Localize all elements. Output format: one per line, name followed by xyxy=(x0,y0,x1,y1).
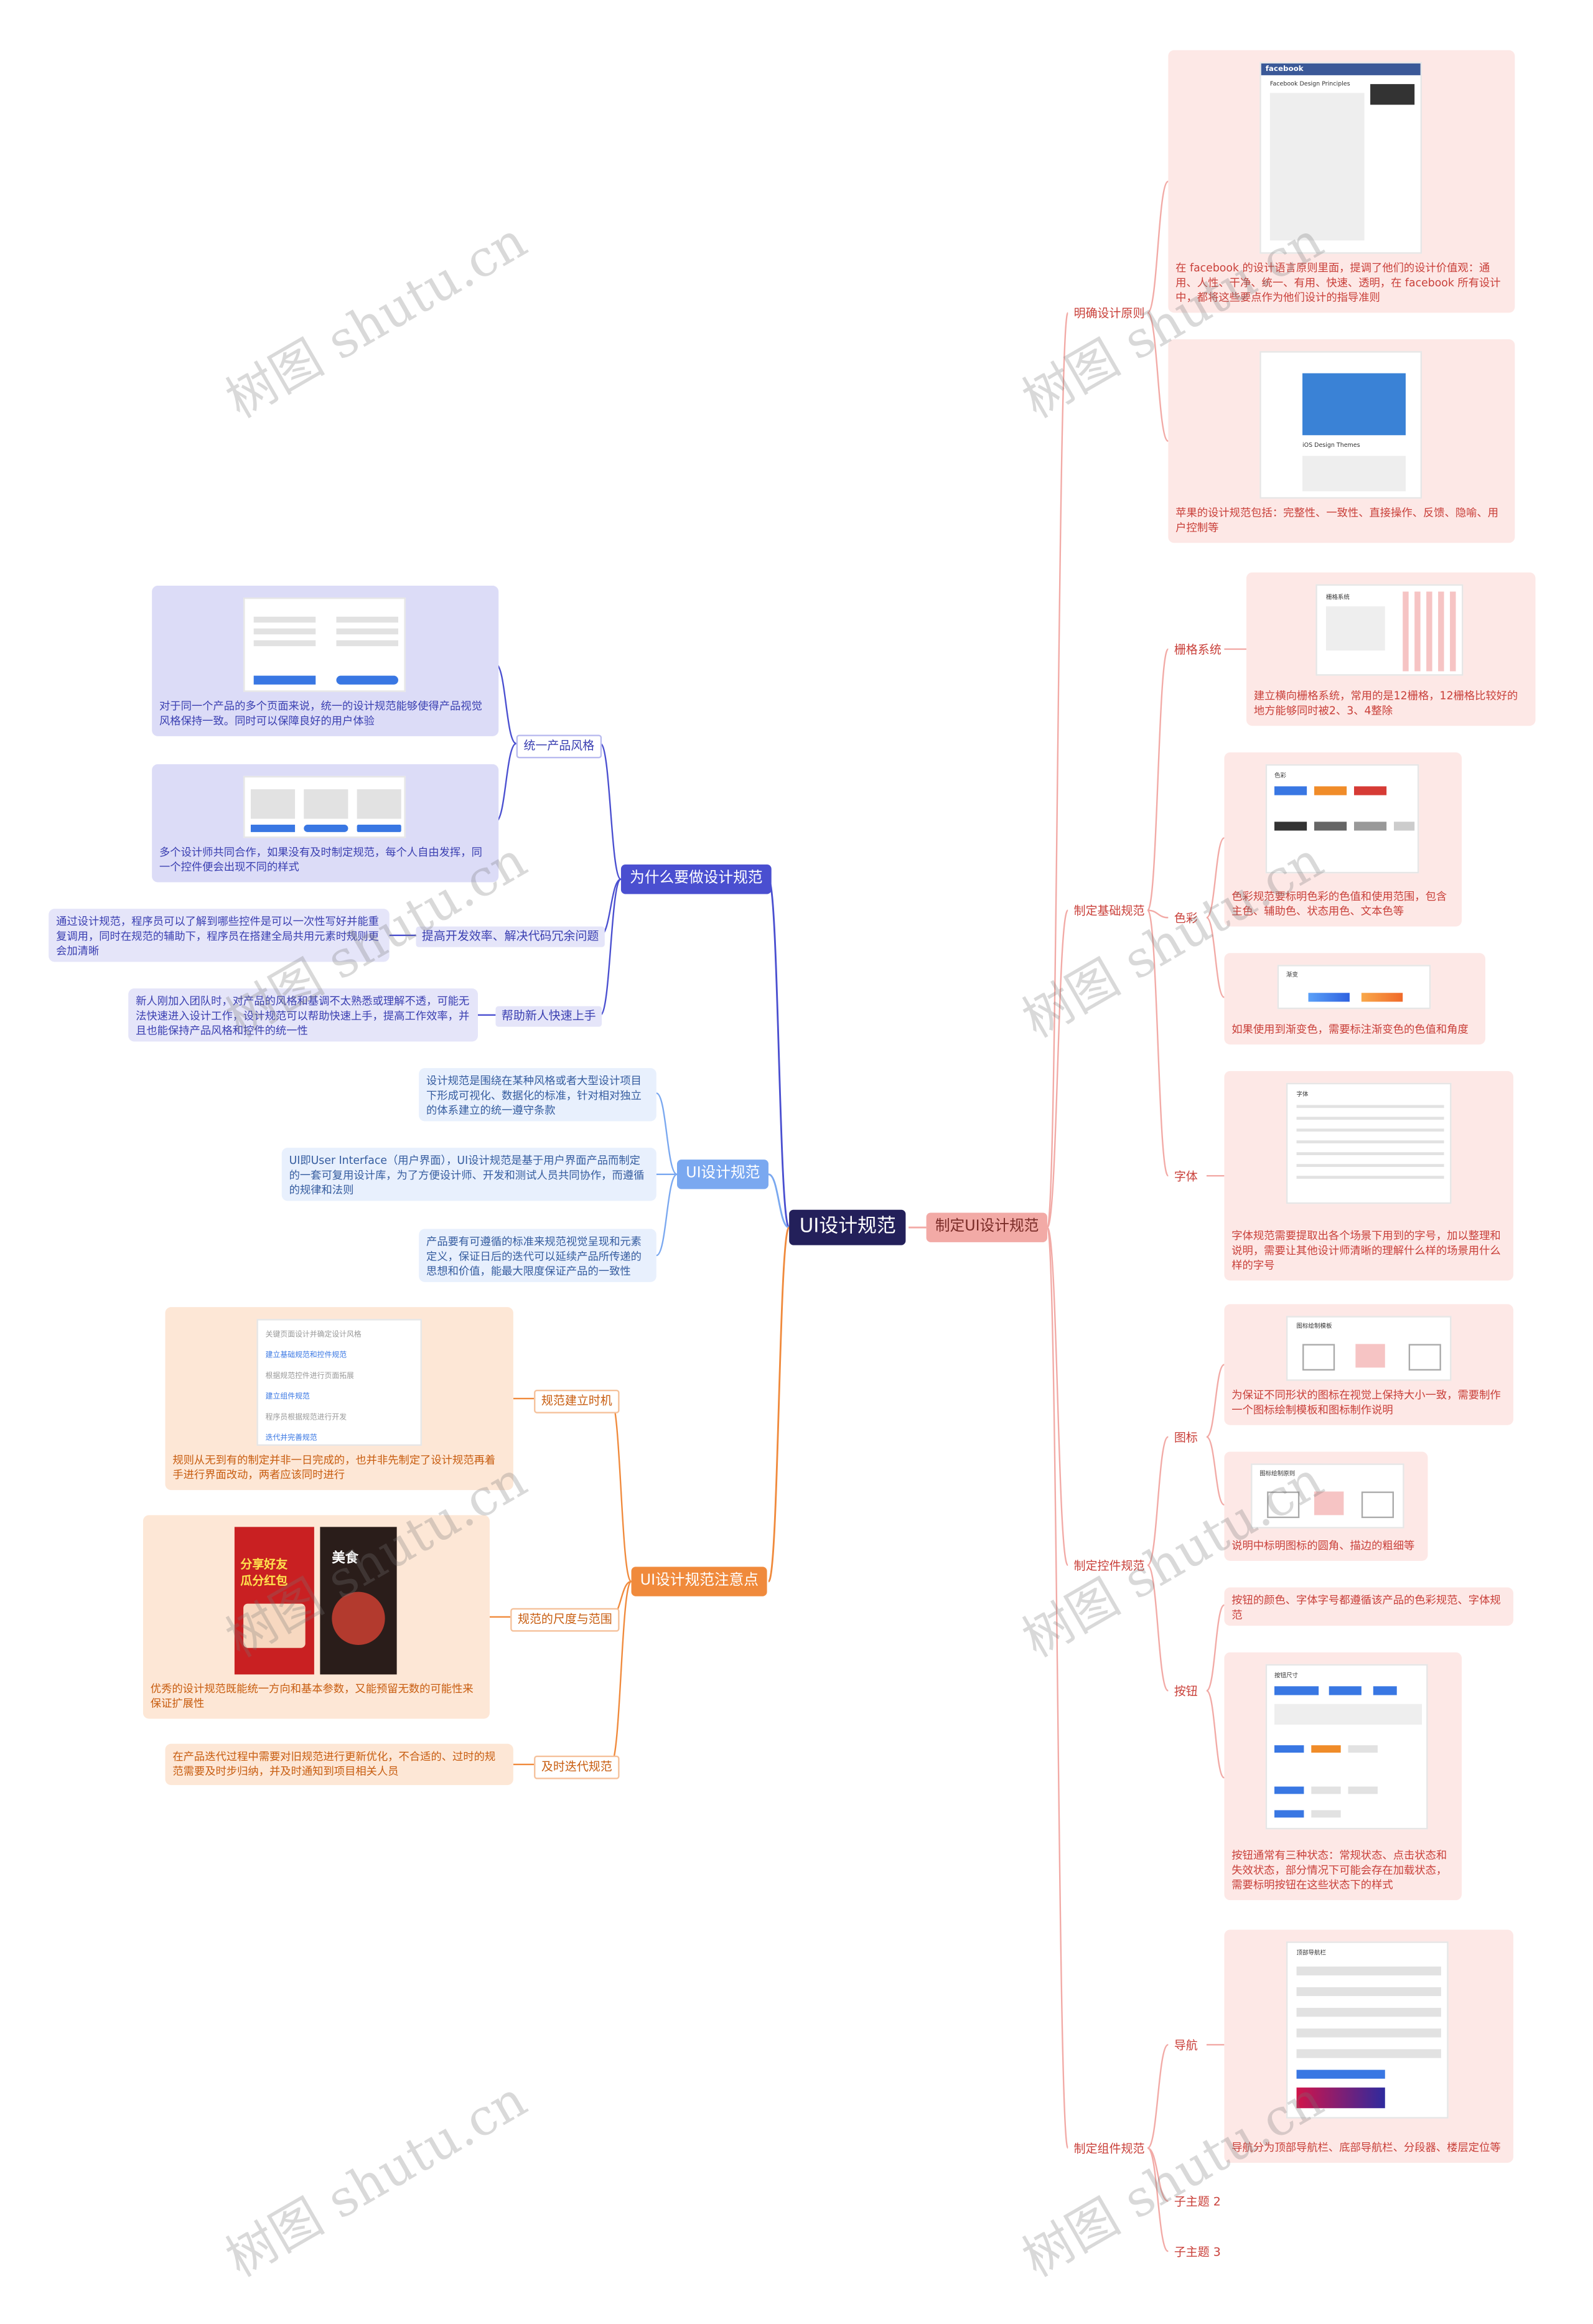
subtopic-placeholder-3[interactable]: 子主题 3 xyxy=(1174,2245,1221,2259)
note-card-icon-template: 图标绘制模板 为保证不同形状的图标在视觉上保持大小一致，需要制作一个图标绘制模板… xyxy=(1224,1304,1513,1425)
subtopic-unify-style[interactable]: 统一产品风格 xyxy=(516,734,602,759)
note-text: 多个设计师共同合作，如果没有及时制定规范，每个人自由发挥，同一个控件便会出现不同… xyxy=(159,845,482,874)
note-card-font: 字体 字体规范需要提取出各个场景下用到的字号，加以整理和说明，需要让其他设计师清… xyxy=(1224,1071,1513,1281)
note-text: 导航分为顶部导航栏、底部导航栏、分段器、楼层定位等 xyxy=(1231,2140,1501,2154)
note-card-scope: 分享好友 瓜分红包 美食 优秀的设计规范既能统一方向和基本参数，又能预留无数的可… xyxy=(142,1515,490,1719)
thumb-title: 色彩 xyxy=(1274,771,1286,779)
gradient-image: 渐变 xyxy=(1277,965,1431,1010)
icon-rule-image: 图标绘制原则 xyxy=(1251,1463,1404,1529)
subtopic-control-spec[interactable]: 制定控件规范 xyxy=(1073,1559,1145,1573)
process-step: 迭代并完善规范 xyxy=(265,1433,317,1443)
note-text: 建立横向栅格系统，常用的是12栅格，12栅格比较好的地方能够同时被2、3、4整除 xyxy=(1253,688,1518,717)
subtopic-color[interactable]: 色彩 xyxy=(1174,911,1198,925)
process-steps-image: 关键页面设计并确定设计风格 建立基础规范和控件规范 根据规范控件进行页面拓展 建… xyxy=(256,1319,422,1446)
note-text: 如果使用到渐变色，需要标注渐变色的色值和角度 xyxy=(1231,1022,1469,1036)
thumb-title: 栅格系统 xyxy=(1325,593,1350,601)
thumb-title: 顶部导航栏 xyxy=(1296,1949,1326,1957)
subtopic-button[interactable]: 按钮 xyxy=(1174,1684,1198,1698)
process-step: 建立组件规范 xyxy=(265,1392,310,1402)
note-card-color: 色彩 色彩规范要标明色彩的色值和使用范围，包含主色、辅助色、状态用色、文本色等 xyxy=(1224,752,1462,927)
icon-template-image: 图标绘制模板 xyxy=(1286,1316,1452,1381)
subtopic-efficiency[interactable]: 提高开发效率、解决代码冗余问题 xyxy=(416,926,605,947)
note-card-button-states: 按钮尺寸 按钮通常有三种状态：常规状态、点击状态和失效状态，部分情况下可能会存在… xyxy=(1224,1652,1462,1901)
subtopic-iterate[interactable]: 及时迭代规范 xyxy=(534,1755,620,1779)
note-onboarding: 新人刚加入团队时，对产品的风格和基调不太熟悉或理解不透，可能无法快速进入设计工作… xyxy=(128,988,478,1042)
thumb-title: 渐变 xyxy=(1286,970,1298,978)
note-card-apple: iOS Design Themes 苹果的设计规范包括：完整性、一致性、直接操作… xyxy=(1168,339,1515,543)
topic-make[interactable]: 制定UI设计规范 xyxy=(926,1212,1048,1242)
thumb-title: 图标绘制模板 xyxy=(1296,1321,1332,1329)
promo-poster-dark: 美食 xyxy=(320,1527,397,1675)
thumb-title: 图标绘制原则 xyxy=(1259,1469,1296,1477)
root-topic[interactable]: UI设计规范 xyxy=(789,1209,907,1245)
note-text: 按钮通常有三种状态：常规状态、点击状态和失效状态，部分情况下可能会存在加载状态，… xyxy=(1231,1848,1447,1891)
note-iterate: 在产品迭代过程中需要对旧规范进行更新优化，不合适的、过时的规范需要及时步归纳，并… xyxy=(165,1743,513,1786)
subtopic-navigation[interactable]: 导航 xyxy=(1174,2038,1198,2053)
thumb-title: Facebook Design Principles xyxy=(1269,79,1350,87)
subtopic-component-spec[interactable]: 制定组件规范 xyxy=(1073,2142,1145,2156)
note-define-3: 产品要有可遵循的标准来规范视觉呈现和元素定义，保证日后的迭代可以延续产品所传递的… xyxy=(419,1229,656,1282)
font-spec-image: 字体 xyxy=(1286,1082,1452,1204)
thumb-title: 字体 xyxy=(1296,1090,1309,1098)
topic-why[interactable]: 为什么要做设计规范 xyxy=(620,864,772,894)
subtopic-timing[interactable]: 规范建立时机 xyxy=(534,1389,620,1413)
poster-subline: 瓜分红包 xyxy=(240,1574,288,1588)
subtopic-placeholder-2[interactable]: 子主题 2 xyxy=(1174,2195,1221,2209)
subtopic-basic-spec[interactable]: 制定基础规范 xyxy=(1073,904,1145,918)
note-card-facebook: facebook Facebook Design Principles 在 fa… xyxy=(1168,50,1515,313)
grid-system-image: 栅格系统 xyxy=(1315,584,1464,676)
subtopic-grid[interactable]: 栅格系统 xyxy=(1174,643,1222,657)
note-card-grid: 栅格系统 建立横向栅格系统，常用的是12栅格，12栅格比较好的地方能够同时被2、… xyxy=(1246,572,1536,726)
note-text: 色彩规范要标明色彩的色值和使用范围，包含主色、辅助色、状态用色、文本色等 xyxy=(1231,889,1447,918)
note-define-2: UI即User Interface（用户界面），UI设计规范是基于用户界面产品而… xyxy=(281,1148,656,1201)
facebook-guidelines-image: facebook Facebook Design Principles xyxy=(1259,62,1422,254)
thumb-title: iOS Design Themes xyxy=(1302,441,1360,449)
note-card-gradient: 渐变 如果使用到渐变色，需要标注渐变色的色值和角度 xyxy=(1224,953,1485,1045)
note-text: 对于同一个产品的多个页面来说，统一的设计规范能够使得产品视觉风格保持一致。同时可… xyxy=(159,699,482,728)
subtopic-onboarding[interactable]: 帮助新人快速上手 xyxy=(495,1006,602,1027)
note-text: 在 facebook 的设计语言原则里面，提调了他们的设计价值观：通用、人性、干… xyxy=(1175,261,1501,304)
color-palette-image: 色彩 xyxy=(1265,764,1419,874)
navigation-bars-image: 顶部导航栏 xyxy=(1286,1941,1449,2119)
topic-attention[interactable]: UI设计规范注意点 xyxy=(631,1567,768,1596)
note-define-1: 设计规范是围绕在某种风格或者大型设计项目下形成可视化、数据化的标准，针对相对独立… xyxy=(419,1068,656,1122)
poster-headline: 美食 xyxy=(332,1552,359,1567)
note-text: 苹果的设计规范包括：完整性、一致性、直接操作、反馈、隐喻、用户控制等 xyxy=(1175,506,1499,535)
topic-define[interactable]: UI设计规范 xyxy=(676,1160,769,1189)
subtopic-font[interactable]: 字体 xyxy=(1174,1169,1198,1184)
note-text: 为保证不同形状的图标在视觉上保持大小一致，需要制作一个图标绘制模板和图标制作说明 xyxy=(1231,1388,1501,1417)
note-efficiency: 通过设计规范，程序员可以了解到哪些控件是可以一次性写好并能重复调用，同时在规范的… xyxy=(49,909,390,962)
facebook-logo: facebook xyxy=(1265,65,1304,74)
note-card-navigation: 顶部导航栏 导航分为顶部导航栏、底部导航栏、分段器、楼层定位等 xyxy=(1224,1929,1513,2163)
thumb-title: 按钮尺寸 xyxy=(1274,1671,1298,1679)
note-text: 规则从无到有的制定并非一日完成的，也并非先制定了设计规范再着手进行界面改动，两者… xyxy=(172,1453,496,1481)
button-variants-image xyxy=(243,775,406,838)
promo-poster-red: 分享好友 瓜分红包 xyxy=(234,1527,314,1675)
note-card-unify-1: 对于同一个产品的多个页面来说，统一的设计规范能够使得产品视觉风格保持一致。同时可… xyxy=(152,586,499,736)
subtopic-icon[interactable]: 图标 xyxy=(1174,1431,1198,1445)
subtopic-principles[interactable]: 明确设计原则 xyxy=(1073,307,1145,321)
process-step: 关键页面设计并确定设计风格 xyxy=(265,1331,362,1340)
process-step: 根据规范控件进行页面拓展 xyxy=(265,1372,354,1381)
style-compare-image xyxy=(243,597,406,692)
note-button-style: 按钮的颜色、字体字号都遵循该产品的色彩规范、字体规范 xyxy=(1224,1587,1513,1626)
process-step: 程序员根据规范进行开发 xyxy=(265,1413,347,1423)
note-text: 优秀的设计规范既能统一方向和基本参数，又能预留无数的可能性来保证扩展性 xyxy=(150,1682,474,1710)
note-text: 说明中标明图标的圆角、描边的粗细等 xyxy=(1231,1539,1415,1552)
note-card-unify-2: 多个设计师共同合作，如果没有及时制定规范，每个人自由发挥，同一个控件便会出现不同… xyxy=(152,764,499,883)
note-text: 字体规范需要提取出各个场景下用到的字号，加以整理和说明，需要让其他设计师清晰的理… xyxy=(1231,1229,1501,1272)
poster-headline: 分享好友 xyxy=(240,1558,288,1572)
button-states-image: 按钮尺寸 xyxy=(1265,1664,1428,1830)
process-step: 建立基础规范和控件规范 xyxy=(265,1351,347,1361)
note-card-timing: 关键页面设计并确定设计风格 建立基础规范和控件规范 根据规范控件进行页面拓展 建… xyxy=(165,1307,513,1491)
subtopic-scope[interactable]: 规范的尺度与范围 xyxy=(510,1608,620,1632)
ios-themes-image: iOS Design Themes xyxy=(1259,351,1422,499)
note-card-icon-rule: 图标绘制原则 说明中标明图标的圆角、描边的粗细等 xyxy=(1224,1451,1428,1561)
